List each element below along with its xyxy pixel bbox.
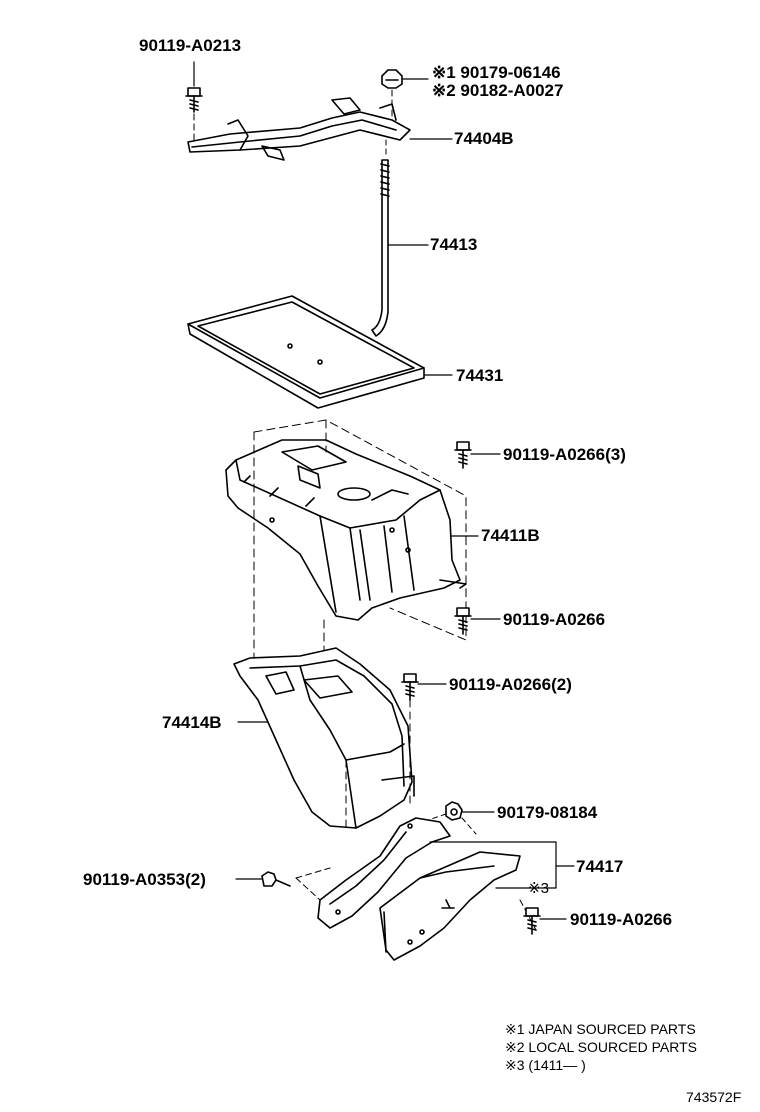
- label-bolt-bracket: 90119-A0266: [570, 910, 673, 929]
- label-bolt-carrier-lower: 90119-A0266: [503, 610, 606, 629]
- label-rod: 74413: [430, 235, 478, 254]
- figure-id: 743572F: [686, 1089, 742, 1105]
- bolt-carrier-3-icon: [454, 441, 472, 469]
- bolt-carrier-lower-icon: [454, 607, 472, 635]
- label-bolt-carrier-3: 90119-A0266(3): [503, 445, 626, 464]
- nut-lower-icon: [445, 801, 463, 821]
- label-nut-top-1: ※1 90179-06146: [432, 63, 561, 82]
- label-bracket: 74417: [576, 857, 624, 876]
- label-carrier: 74411B: [481, 526, 540, 545]
- label-bolt-2: 90119-A0266(2): [449, 675, 572, 694]
- bracket-icon: [317, 817, 521, 961]
- nut-top-icon: [381, 69, 403, 89]
- label-mark-3: ※3: [528, 880, 549, 897]
- label-bolt-top-left: 90119-A0213: [139, 36, 242, 55]
- tray-icon: [187, 295, 425, 409]
- clamp-bracket-icon: [187, 97, 411, 161]
- label-bolt-left-2: 90119-A0353(2): [83, 870, 206, 889]
- leader-bracket: [429, 841, 557, 889]
- bolt-left-2-icon: [261, 871, 291, 887]
- carrier-icon: [225, 439, 467, 621]
- note-mark-3: ※3 (1411— ): [505, 1057, 586, 1073]
- label-tray: 74431: [456, 366, 504, 385]
- bolt-bracket-icon: [523, 907, 541, 935]
- label-nut-top-2: ※2 90182-A0027: [432, 81, 564, 100]
- label-insulator: 74414B: [162, 713, 222, 732]
- label-clamp: 74404B: [454, 129, 514, 148]
- bolt-top-left-icon: [185, 87, 203, 113]
- note-japan-sourced: ※1 JAPAN SOURCED PARTS: [505, 1021, 696, 1037]
- bolt-2-icon: [401, 673, 419, 701]
- rod-icon: [371, 159, 390, 337]
- label-nut-lower: 90179-08184: [497, 803, 598, 822]
- insulator-icon: [233, 647, 415, 829]
- note-local-sourced: ※2 LOCAL SOURCED PARTS: [505, 1039, 697, 1055]
